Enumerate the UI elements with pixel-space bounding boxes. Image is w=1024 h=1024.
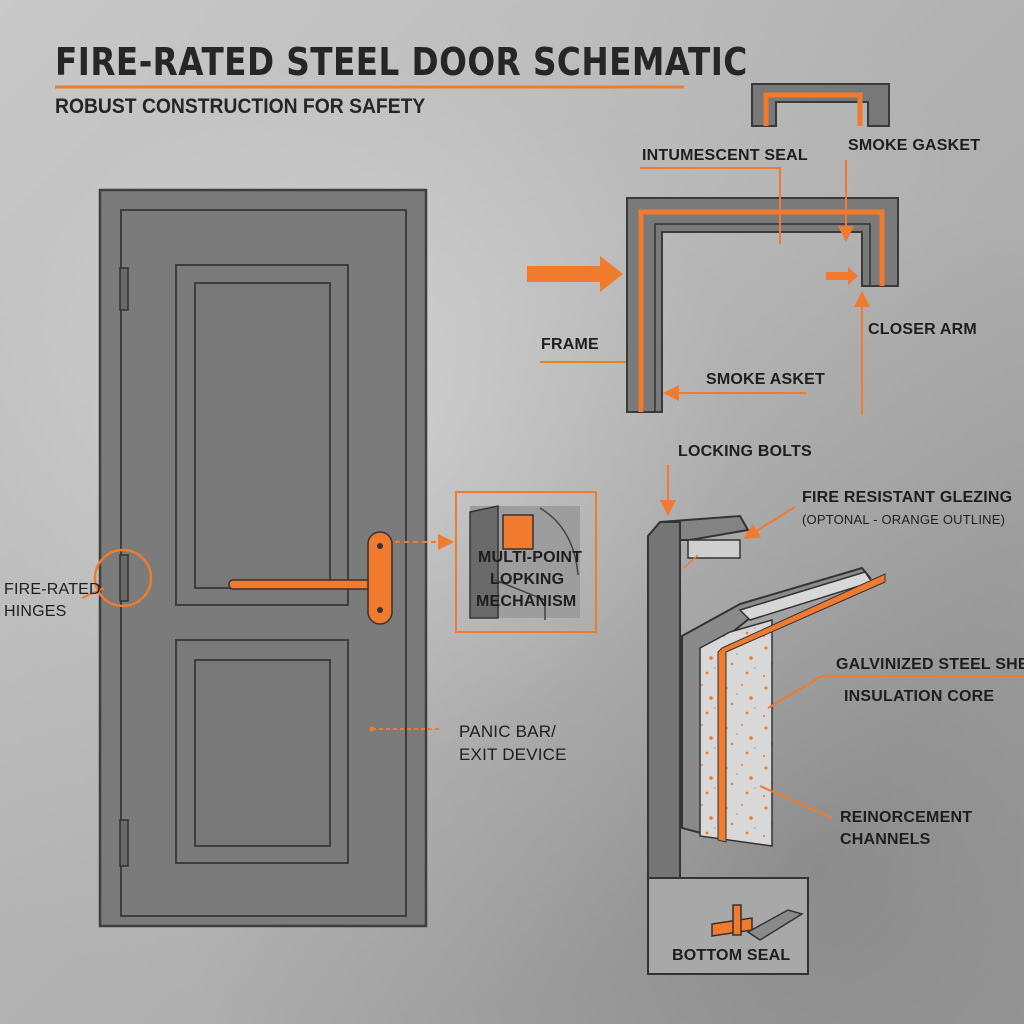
door-handle (367, 531, 393, 625)
label-hinges-line2: HINGES (4, 603, 67, 620)
frame-profile-detail (751, 83, 890, 127)
label-multi-point-line1: MULTI-POINT (478, 549, 583, 566)
label-multi-point-line3: MECHANISM (476, 593, 577, 610)
label-panic-bar-line2: EXIT DEVICE (459, 745, 567, 764)
label-insulation-core: INSULATION CORE (844, 688, 995, 705)
hinge-top (119, 267, 129, 311)
label-smoke-gasket: SMOKE GASKET (848, 137, 981, 154)
label-frame: FRAME (541, 336, 599, 353)
label-fire-resistant-glazing: FIRE RESISTANT GLEZING (802, 489, 1013, 506)
label-locking-bolts: LOCKING BOLTS (678, 443, 812, 460)
hinge-middle (119, 554, 129, 602)
label-smoke-asket: SMOKE ASKET (706, 371, 825, 388)
label-reinforcement-line2: CHANNELS (840, 831, 931, 848)
frame-direction-arrow (527, 256, 623, 292)
multi-point-locking-box (455, 491, 597, 633)
label-reinforcement-line1: REINORCEMENT (840, 809, 973, 826)
page-subtitle: ROBUST CONSTRUCTION FOR SAFETY (55, 95, 426, 118)
bottom-seal-box (647, 877, 809, 975)
door-upper-panel (175, 264, 349, 606)
label-galvanized-sheets: GALVINIZED STEEL SHEETS (836, 656, 1024, 673)
label-bottom-seal: BOTTOM SEAL (672, 947, 791, 964)
label-panic-bar-line1: PANIC BAR/ (459, 722, 557, 741)
hinge-bottom (119, 819, 129, 867)
label-glazing-note: (OPTONAL - ORANGE OUTLINE) (802, 512, 1006, 527)
door-lower-panel (175, 639, 349, 864)
door-leaf-cross-section (647, 514, 886, 893)
page-title: FIRE-RATED STEEL DOOR SCHEMATIC (55, 40, 748, 84)
frame-cross-section (626, 197, 899, 413)
steel-door (93, 188, 428, 928)
label-intumescent-seal: INTUMESCENT SEAL (642, 147, 808, 164)
hinge-callout-circle (93, 548, 153, 608)
label-multi-point-line2: LOPKING (490, 571, 565, 588)
panic-bar (228, 579, 390, 590)
label-closer-arm: CLOSER ARM (868, 321, 977, 338)
label-hinges-line1: FIRE-RATED (4, 581, 101, 598)
